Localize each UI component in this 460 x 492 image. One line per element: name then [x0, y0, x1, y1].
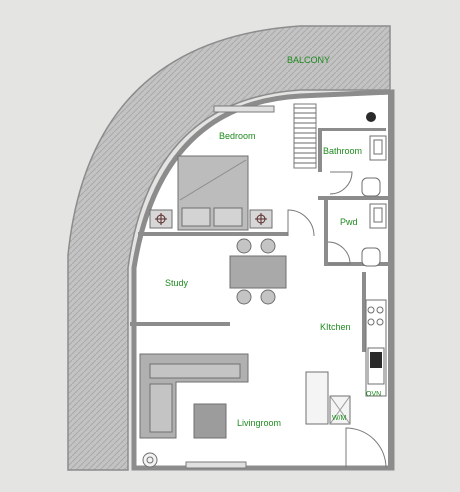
appliance-label-oven: OVN [366, 391, 381, 398]
room-label-kitchen: KItchen [320, 322, 351, 332]
bedroom-window [213, 105, 275, 113]
floor-drain-center [146, 456, 154, 464]
interior-walls [130, 92, 394, 470]
room-label-bedroom: Bedroom [219, 131, 256, 141]
floor-drain-icon [142, 452, 158, 468]
washing-machine [329, 395, 351, 425]
bathroom-fixtures [361, 112, 387, 197]
kitchen-island [305, 371, 329, 425]
sofa [139, 353, 249, 439]
entrance-door [345, 427, 387, 469]
dining-set [229, 238, 287, 305]
kitchen-counter [365, 299, 387, 397]
room-label-bathroom: Bathroom [323, 146, 362, 156]
bedroom-door [287, 209, 315, 237]
livingroom-window [185, 461, 247, 469]
room-label-livingroom: Livingroom [237, 418, 281, 428]
pwd-door [327, 241, 351, 265]
room-label-pwd: Pwd [340, 217, 358, 227]
room-label-study: Study [165, 278, 189, 288]
bed [177, 155, 249, 231]
room-label-balcony: BALCONY [287, 55, 330, 65]
appliance-label-washing-machine: W/M [332, 415, 347, 422]
bathroom-door [329, 171, 353, 195]
nightstand-left [149, 209, 173, 229]
coffee-table [193, 403, 227, 439]
wardrobe [293, 103, 317, 169]
nightstand-right [249, 209, 273, 229]
pwd-fixtures [361, 203, 387, 267]
